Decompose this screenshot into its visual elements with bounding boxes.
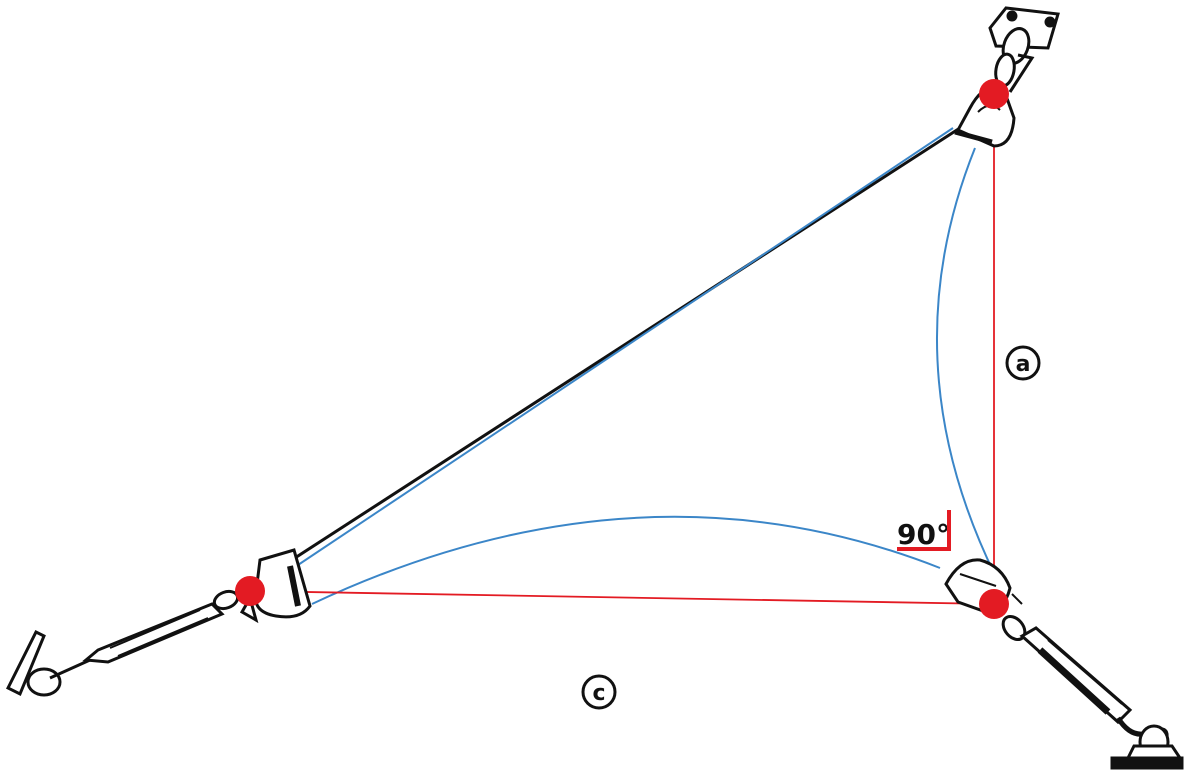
wall-eye-plate-icon	[988, 6, 1060, 93]
sail-edge-top	[297, 127, 954, 566]
side-c-label: c	[592, 681, 605, 706]
measurement-lines	[249, 94, 995, 605]
side-c-badge: c	[581, 674, 617, 710]
right-angle-marker: 90°	[897, 510, 951, 551]
sail-edge-right	[935, 147, 996, 576]
sail-edge-bottom	[311, 515, 941, 605]
turnbuckle-ground-eye-icon	[1001, 614, 1184, 770]
side-c-line	[249, 590, 995, 605]
hypotenuse-edge	[249, 104, 995, 589]
anchor-point-right	[979, 589, 1009, 619]
side-a-label: a	[1016, 352, 1031, 377]
turnbuckle-hook-icon	[5, 589, 240, 697]
angle-label: 90°	[897, 518, 950, 551]
side-a-badge: a	[1005, 345, 1041, 381]
anchor-point-top	[979, 79, 1009, 109]
sail-outline	[297, 127, 996, 605]
d-ring-icon	[239, 548, 312, 624]
anchor-point-left	[235, 576, 265, 606]
anchor-points	[235, 79, 1009, 619]
